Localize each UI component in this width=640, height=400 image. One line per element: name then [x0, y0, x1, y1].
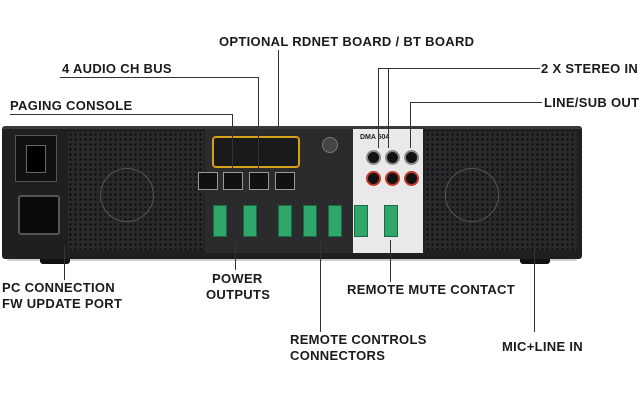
- model-logo: DMA 504: [360, 134, 390, 141]
- right-fan: [445, 168, 499, 222]
- leader-mic-line: [534, 246, 535, 332]
- label-audio-bus: 4 AUDIO CH BUS: [62, 61, 172, 76]
- device-foot-right: [520, 254, 550, 264]
- label-optional-board: OPTIONAL RDNET BOARD / BT BOARD: [219, 34, 475, 49]
- left-fan: [100, 168, 154, 222]
- leader-remote-mute: [390, 240, 391, 282]
- label-outputs: OUTPUTS: [206, 287, 271, 302]
- label-remote-controls: REMOTE CONTROLS: [290, 332, 427, 347]
- usb-port: [198, 172, 218, 190]
- label-power: POWER: [212, 271, 263, 286]
- remote-terminal-4: [354, 205, 368, 237]
- leader-line-sub-v: [410, 102, 411, 148]
- leader-line-sub-h: [410, 102, 542, 103]
- device-foot-left: [40, 254, 70, 264]
- rca-jack-3: [385, 150, 400, 165]
- leader-stereo-h1: [378, 68, 540, 69]
- power-output-terminal-2: [243, 205, 257, 237]
- mute-contact-terminal: [384, 205, 398, 237]
- remote-terminal-2: [303, 205, 317, 237]
- leader-paging-h: [10, 114, 232, 115]
- leader-remote-controls: [320, 240, 321, 332]
- rca-jack-5: [404, 150, 419, 165]
- label-stereo-in: 2 X STEREO IN: [541, 61, 639, 76]
- label-line-sub-out: LINE/SUB OUT: [544, 95, 640, 110]
- remote-terminal-1: [278, 205, 292, 237]
- rj45-port-3: [275, 172, 295, 190]
- volume-knob: [322, 137, 338, 153]
- power-switch-housing: [15, 135, 57, 182]
- leader-power-outputs: [235, 240, 236, 270]
- leader-pc-connection: [64, 246, 65, 280]
- label-mic-line-in: MIC+LINE IN: [502, 339, 583, 354]
- leader-stereo-v2: [388, 68, 389, 148]
- power-output-terminal-1: [213, 205, 227, 237]
- power-rocker-switch[interactable]: [26, 145, 46, 173]
- leader-stereo-v1: [378, 68, 379, 148]
- label-paging-console: PAGING CONSOLE: [10, 98, 133, 113]
- iec-power-inlet: [18, 195, 60, 235]
- leader-optional-board: [278, 50, 279, 126]
- label-remote-mute: REMOTE MUTE CONTACT: [347, 282, 515, 297]
- label-connectors: CONNECTORS: [290, 348, 386, 363]
- optional-board-slot: [212, 136, 300, 168]
- leader-paging-v: [232, 114, 233, 170]
- leader-audio-bus-h: [60, 77, 258, 78]
- rj45-port-1: [223, 172, 243, 190]
- rca-jack-6: [404, 171, 419, 186]
- label-fw-update-port: FW UPDATE PORT: [2, 296, 123, 311]
- label-pc-connection: PC CONNECTION: [2, 280, 115, 295]
- rca-jack-2: [366, 171, 381, 186]
- leader-audio-bus-v: [258, 77, 259, 170]
- rj45-port-2: [249, 172, 269, 190]
- rca-jack-1: [366, 150, 381, 165]
- remote-terminal-3: [328, 205, 342, 237]
- rca-jack-4: [385, 171, 400, 186]
